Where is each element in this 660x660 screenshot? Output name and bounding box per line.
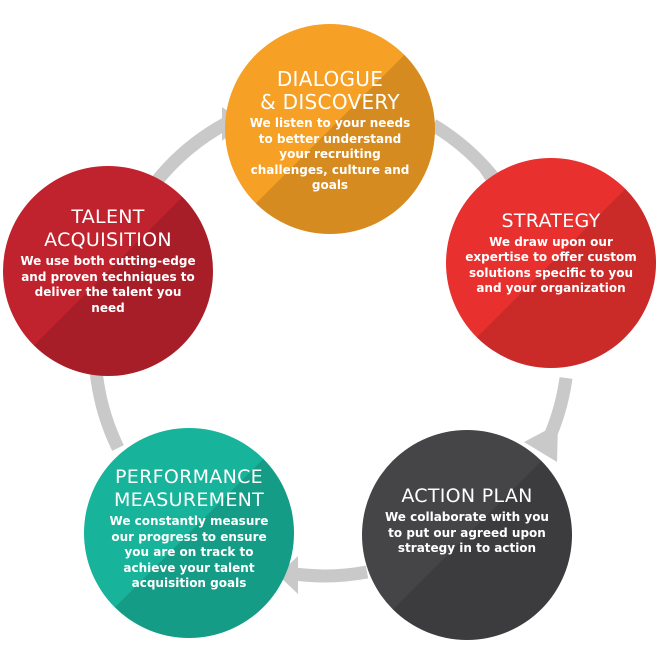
step-description: We collaborate with you to put our agree… bbox=[385, 510, 549, 556]
step-title: TALENT ACQUISITION bbox=[44, 206, 172, 251]
step-action-plan: ACTION PLAN We collaborate with you to p… bbox=[362, 430, 572, 640]
step-strategy: STRATEGY We draw upon our expertise to o… bbox=[446, 158, 656, 368]
arrow-talent-to-dialogue bbox=[150, 118, 229, 187]
step-dialogue-discovery: DIALOGUE & DISCOVERY We listen to your n… bbox=[225, 24, 435, 234]
step-description: We constantly measure our progress to en… bbox=[109, 514, 269, 591]
step-title: ACTION PLAN bbox=[401, 485, 533, 508]
arrow-action-to-performance bbox=[294, 565, 369, 583]
step-description: We use both cutting-edge and proven tech… bbox=[20, 254, 196, 315]
step-talent-acquisition: TALENT ACQUISITION We use both cutting-e… bbox=[3, 166, 213, 376]
step-description: We draw upon our expertise to offer cust… bbox=[465, 234, 637, 296]
step-performance-measurement: PERFORMANCE MEASUREMENT We constantly me… bbox=[84, 428, 294, 638]
step-title: DIALOGUE & DISCOVERY bbox=[260, 67, 400, 115]
step-title: STRATEGY bbox=[501, 209, 601, 232]
step-description: We listen to your needs to better unders… bbox=[249, 116, 411, 193]
arrow-performance-to-talent bbox=[89, 369, 124, 451]
step-title: PERFORMANCE MEASUREMENT bbox=[113, 466, 265, 512]
arrowhead-performance bbox=[278, 556, 298, 594]
arrowhead-action bbox=[524, 424, 558, 462]
